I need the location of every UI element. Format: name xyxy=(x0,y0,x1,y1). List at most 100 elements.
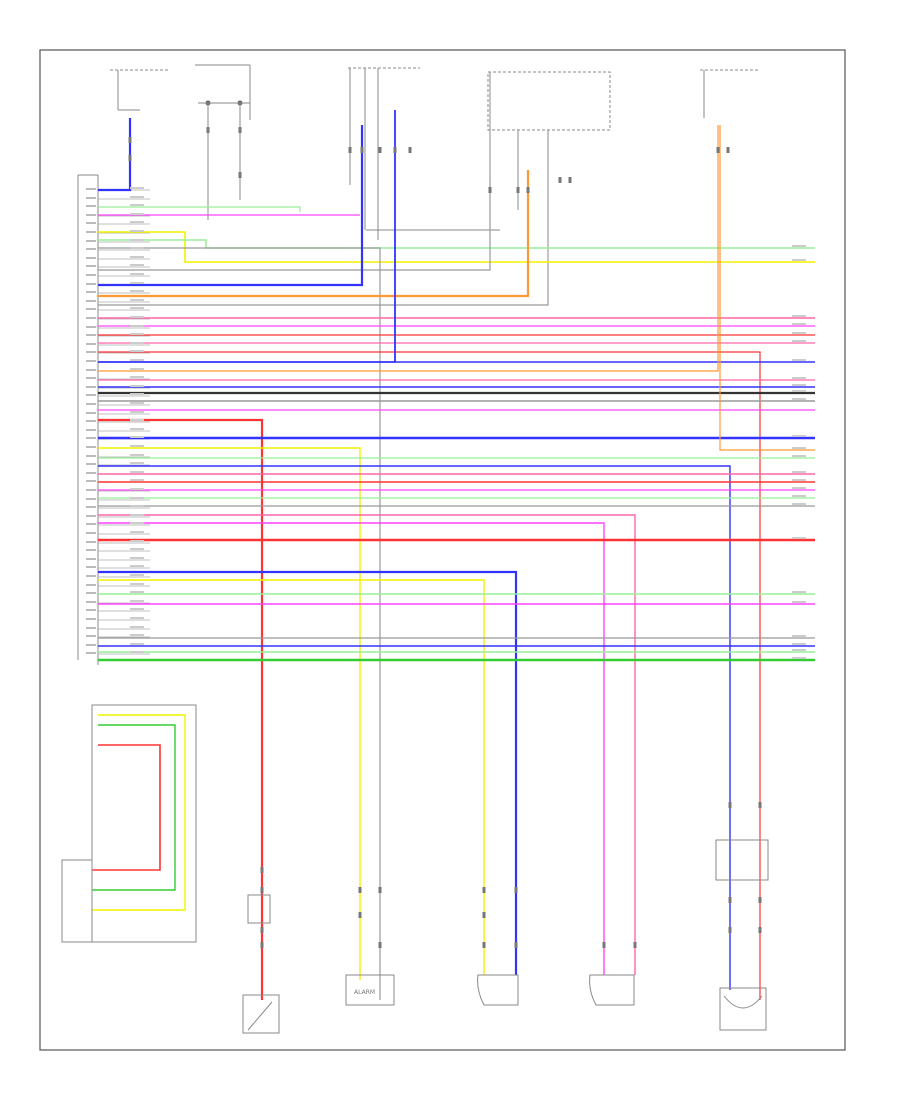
pin-label-mark xyxy=(86,257,96,259)
diagram-border xyxy=(39,49,846,1051)
connector-tick xyxy=(568,177,572,183)
top-center-junction-box xyxy=(348,67,500,240)
right-wire-label-mark xyxy=(792,323,806,325)
connector-tick xyxy=(728,802,732,808)
wire-color-label-mark xyxy=(130,565,144,567)
wire-gray-to-buzzer xyxy=(98,247,381,1000)
right-wire-label-mark xyxy=(792,503,806,505)
pin-label-mark xyxy=(86,334,96,336)
pin-label-mark xyxy=(86,618,96,620)
pin-label-mark xyxy=(86,463,96,465)
wire-color-label-mark xyxy=(130,299,144,301)
wire-blue-to-left-sensor xyxy=(98,570,518,975)
bottom-right-sensor-connector xyxy=(589,974,635,1006)
wire-color-label-mark xyxy=(130,634,144,636)
wire-gray-to-relay xyxy=(98,180,491,271)
wire-color-label-mark xyxy=(130,514,144,516)
top-relay-box xyxy=(195,64,251,220)
right-wire-label-mark xyxy=(792,471,806,473)
pin-label-mark xyxy=(86,515,96,517)
connector-tick xyxy=(260,927,264,933)
connector-tick xyxy=(358,887,362,893)
connector-tick xyxy=(758,897,762,903)
right-wire-label-mark xyxy=(792,390,806,392)
top-left-fuse-box xyxy=(110,69,170,111)
pin-label-mark xyxy=(86,652,96,654)
connector-tick xyxy=(758,927,762,933)
wire-color-label-mark xyxy=(130,325,144,327)
wire-color-label-mark xyxy=(130,333,144,335)
wire-color-label-mark xyxy=(130,307,144,309)
pin-label-mark xyxy=(86,308,96,310)
connector-tick xyxy=(378,887,382,893)
connector-tick xyxy=(516,187,520,193)
connector-tick xyxy=(758,802,762,808)
pin-label-mark xyxy=(86,394,96,396)
wire-color-label-mark xyxy=(130,540,144,542)
wire-gray-2 xyxy=(98,290,549,306)
wire-yellow-to-left-sensor xyxy=(98,579,485,975)
top-right-relay-box xyxy=(487,71,611,300)
right-wire-label-mark xyxy=(792,435,806,437)
wire-color-label-mark xyxy=(130,316,144,318)
pin-label-mark xyxy=(86,326,96,328)
right-wire-label-mark xyxy=(792,245,806,247)
pin-label-mark xyxy=(86,300,96,302)
pin-label-mark xyxy=(86,575,96,577)
pin-label-mark xyxy=(86,360,96,362)
right-wire-label-mark xyxy=(792,537,806,539)
wire-lightgreen-top xyxy=(98,206,301,212)
pin-label-mark xyxy=(86,635,96,637)
wire-color-label-mark xyxy=(130,376,144,378)
connector-tick xyxy=(358,912,362,918)
wire-color-label-mark xyxy=(130,247,144,249)
wire-blue-to-junction xyxy=(98,125,364,287)
wire-color-label-mark xyxy=(130,531,144,533)
wire-color-label-mark xyxy=(130,342,144,344)
pin-label-mark xyxy=(86,541,96,543)
wire-color-label-mark xyxy=(130,411,144,413)
wire-color-label-mark xyxy=(130,488,144,490)
pin-label-mark xyxy=(86,609,96,611)
connector-tick xyxy=(726,147,730,153)
pin-label-mark xyxy=(86,283,96,285)
right-module-lower xyxy=(719,987,767,1031)
wire-color-label-mark xyxy=(130,350,144,352)
right-wire-label-mark xyxy=(792,340,806,342)
wire-color-label-mark xyxy=(130,221,144,223)
pin-label-mark xyxy=(86,343,96,345)
wire-color-label-mark xyxy=(130,196,144,198)
pin-label-mark xyxy=(86,584,96,586)
right-wire-label-mark xyxy=(792,643,806,645)
connector-tick xyxy=(514,887,518,893)
wire-color-label-mark xyxy=(130,651,144,653)
wire-layer xyxy=(92,110,815,1000)
pin-label-mark xyxy=(86,222,96,224)
wire-orange-right xyxy=(98,125,719,372)
right-wire-label-mark xyxy=(792,487,806,489)
connector-tick xyxy=(482,887,486,893)
pin-label-mark xyxy=(86,291,96,293)
wire-yellow-bottom-left xyxy=(92,714,186,911)
connector-tick xyxy=(128,137,132,143)
wire-color-label-mark xyxy=(130,256,144,258)
bottom-left-sensor-block xyxy=(61,704,197,943)
wire-green-long xyxy=(98,239,815,249)
right-wire-label-mark xyxy=(792,591,806,593)
right-wire-label-mark xyxy=(792,384,806,386)
connector-tick xyxy=(260,867,264,873)
pin-label-mark xyxy=(86,601,96,603)
pin-label-mark xyxy=(86,205,96,207)
pin-label-mark xyxy=(86,274,96,276)
wire-color-label-mark xyxy=(130,479,144,481)
wire-color-label-mark xyxy=(130,471,144,473)
connector-tick xyxy=(728,927,732,933)
wire-color-label-mark xyxy=(130,230,144,232)
wire-color-label-mark xyxy=(130,548,144,550)
wire-color-label-mark xyxy=(130,385,144,387)
wire-color-label-mark xyxy=(130,273,144,275)
connector-tick xyxy=(260,942,264,948)
pin-label-mark xyxy=(86,480,96,482)
right-wire-label-mark xyxy=(792,495,806,497)
wire-color-label-mark xyxy=(130,359,144,361)
